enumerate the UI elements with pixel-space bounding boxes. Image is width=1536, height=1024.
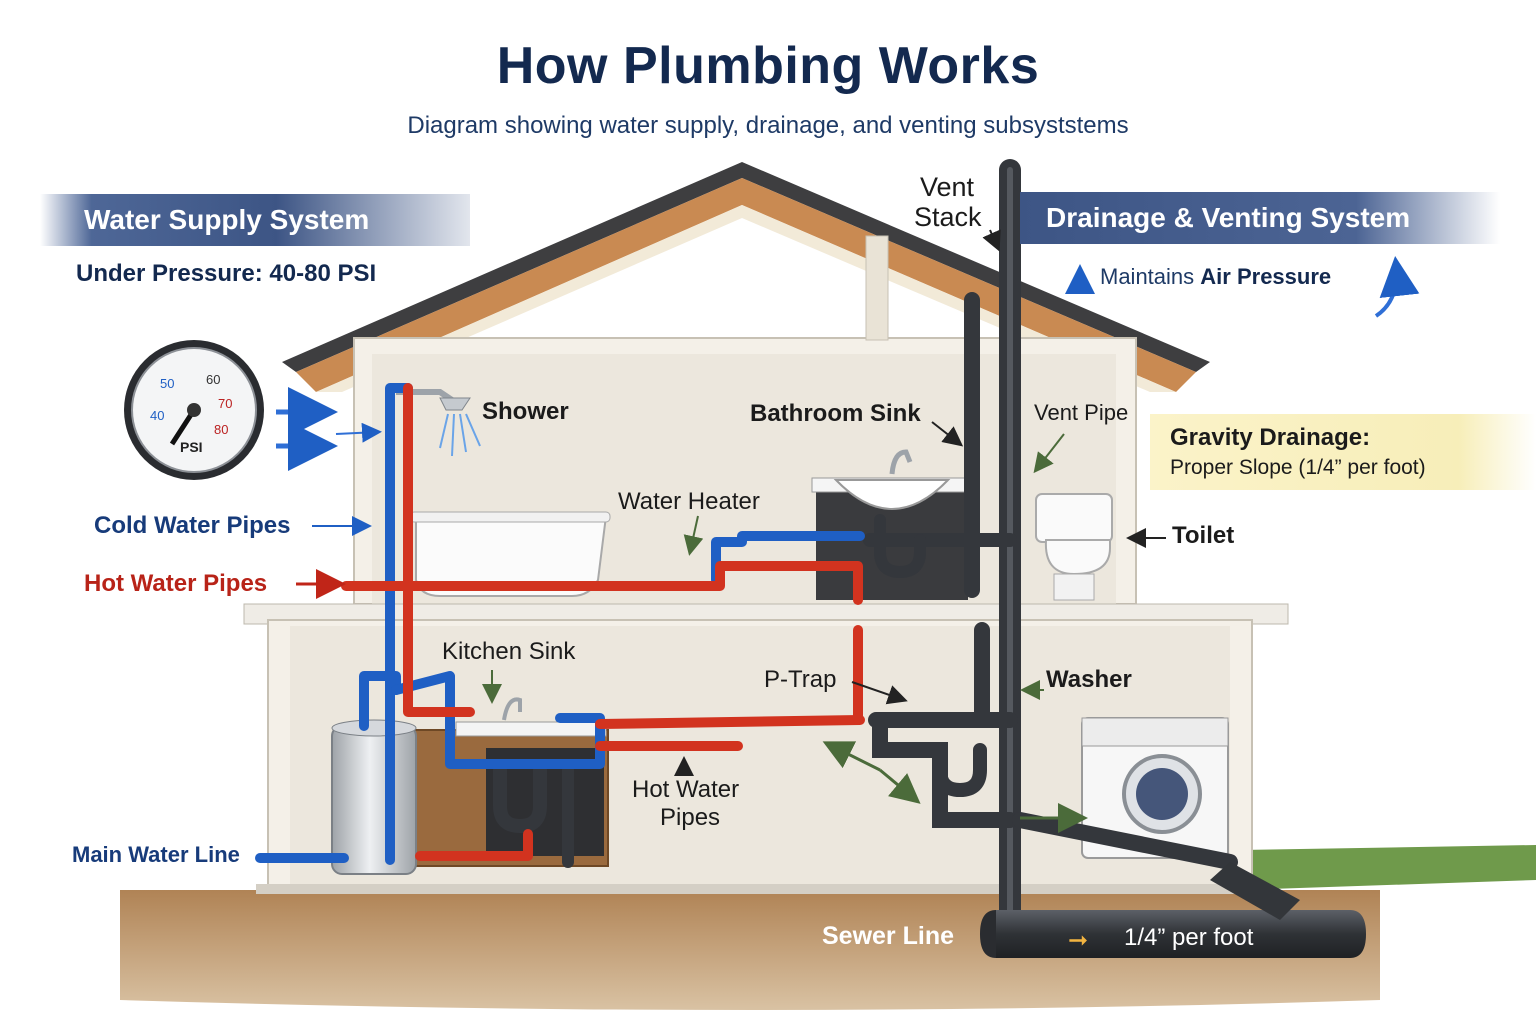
pressure-gauge: 40 50 60 70 80 PSI (124, 340, 264, 480)
vent-pipe-label: Vent Pipe (1034, 400, 1129, 425)
sewer-line-label: Sewer Line (822, 922, 954, 950)
gravity-drainage-slope: Proper Slope (1/4” per foot) (1170, 456, 1426, 479)
kitchen-sink-label: Kitchen Sink (442, 638, 576, 665)
air-bold: Air Pressure (1200, 264, 1332, 289)
toilet-label: Toilet (1172, 522, 1235, 549)
pressure-range-label: Under Pressure: 40-80 PSI (76, 260, 377, 287)
slope-arrow-icon: ➞ (1068, 927, 1089, 954)
gravity-drainage-box (1150, 414, 1536, 490)
main-water-line-label: Main Water Line (72, 842, 240, 867)
hot-water-pipes-label: Hot Water Pipes (84, 570, 268, 597)
gauge-unit: PSI (180, 439, 203, 455)
gauge-tick-60: 60 (206, 372, 220, 387)
water-heater-tank (331, 719, 417, 875)
sewer-pipe (980, 862, 1366, 958)
label-pointers (296, 229, 1420, 833)
toilet-fixture (1035, 493, 1113, 601)
p-trap-label: P-Trap (764, 666, 837, 693)
gravity-drainage-title: Gravity Drainage: (1170, 424, 1371, 451)
page-subtitle: Diagram showing water supply, drainage, … (407, 112, 1129, 139)
gauge-tick-70: 70 (218, 396, 232, 411)
sewer-slope-label: 1/4” per foot (1124, 924, 1254, 951)
hot-water-pipes (341, 383, 865, 861)
hot-water-pipes-lower-line1: Hot Water (632, 776, 740, 803)
cold-water-pipes-label: Cold Water Pipes (94, 512, 291, 539)
water-supply-banner: Water Supply System (40, 194, 470, 246)
cold-water-pipes (255, 383, 865, 865)
inflow-arrows (276, 387, 382, 471)
vent-stack-label-line2: Stack (914, 202, 982, 232)
washing-machine (1081, 717, 1229, 859)
hot-water-pipes-lower-line2: Pipes (660, 804, 721, 831)
gauge-tick-40: 40 (150, 408, 164, 423)
vent-stack-label-line1: Vent (920, 172, 975, 202)
shower-label: Shower (482, 398, 569, 425)
gauge-tick-50: 50 (160, 376, 174, 391)
drain-pipes (493, 159, 1238, 931)
air-prefix: Maintains (1100, 264, 1195, 289)
water-heater-label: Water Heater (618, 488, 760, 515)
drainage-venting-banner: Drainage & Venting System (1020, 192, 1500, 244)
gauge-tick-80: 80 (214, 422, 228, 437)
washer-label: Washer (1046, 666, 1132, 693)
bathroom-sink-label: Bathroom Sink (750, 400, 921, 427)
air-pressure-note: Maintains Air Pressure (1100, 264, 1331, 290)
page-title: How Plumbing Works (496, 37, 1040, 95)
